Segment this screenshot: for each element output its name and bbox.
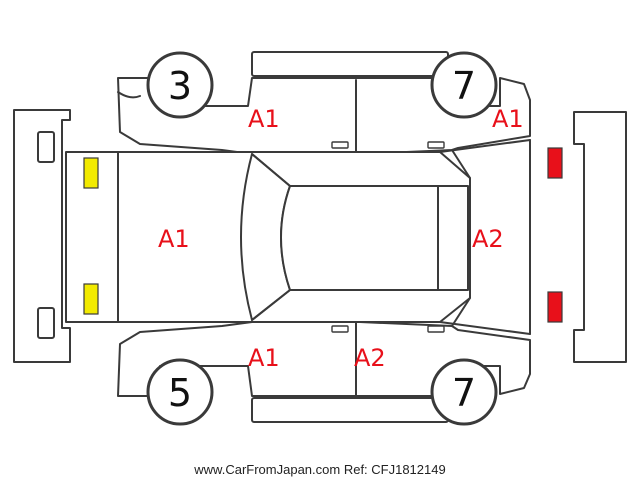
damage-rear-glass-area: A2 [472, 225, 504, 253]
headlights [83, 157, 99, 315]
reference-caption: www.CarFromJapan.com Ref: CFJ1812149 [193, 462, 445, 477]
front-bumper [13, 109, 71, 363]
tire-depth-rear-left: 7 [452, 64, 476, 108]
right-side-panel [117, 321, 531, 397]
headlight-left [83, 157, 99, 189]
damage-left-rear-quarter: A1 [492, 105, 524, 133]
tire-depth-front-left: 3 [168, 64, 192, 108]
roof [280, 185, 439, 291]
tire-front-right: 5 [146, 358, 214, 426]
damage-left-front-door: A1 [248, 105, 280, 133]
tire-front-left: 3 [146, 51, 214, 119]
tire-rear-right: 7 [430, 358, 498, 426]
taillight-right [547, 291, 563, 323]
rear-glass [437, 185, 469, 291]
taillights [547, 147, 563, 323]
car-body-top-view [65, 139, 531, 335]
tire-rear-left: 7 [430, 51, 498, 119]
headlight-right [83, 283, 99, 315]
damage-right-rear-door: A2 [354, 344, 386, 372]
tire-depth-rear-right: 7 [452, 371, 476, 415]
left-roof-rail [251, 51, 449, 77]
damage-right-front-door: A1 [248, 344, 280, 372]
right-roof-rail [251, 397, 449, 423]
left-side-panel [117, 77, 531, 155]
taillight-left [547, 147, 563, 179]
tire-depth-front-right: 5 [168, 371, 192, 415]
damage-hood: A1 [158, 225, 190, 253]
rear-bumper [573, 111, 627, 363]
